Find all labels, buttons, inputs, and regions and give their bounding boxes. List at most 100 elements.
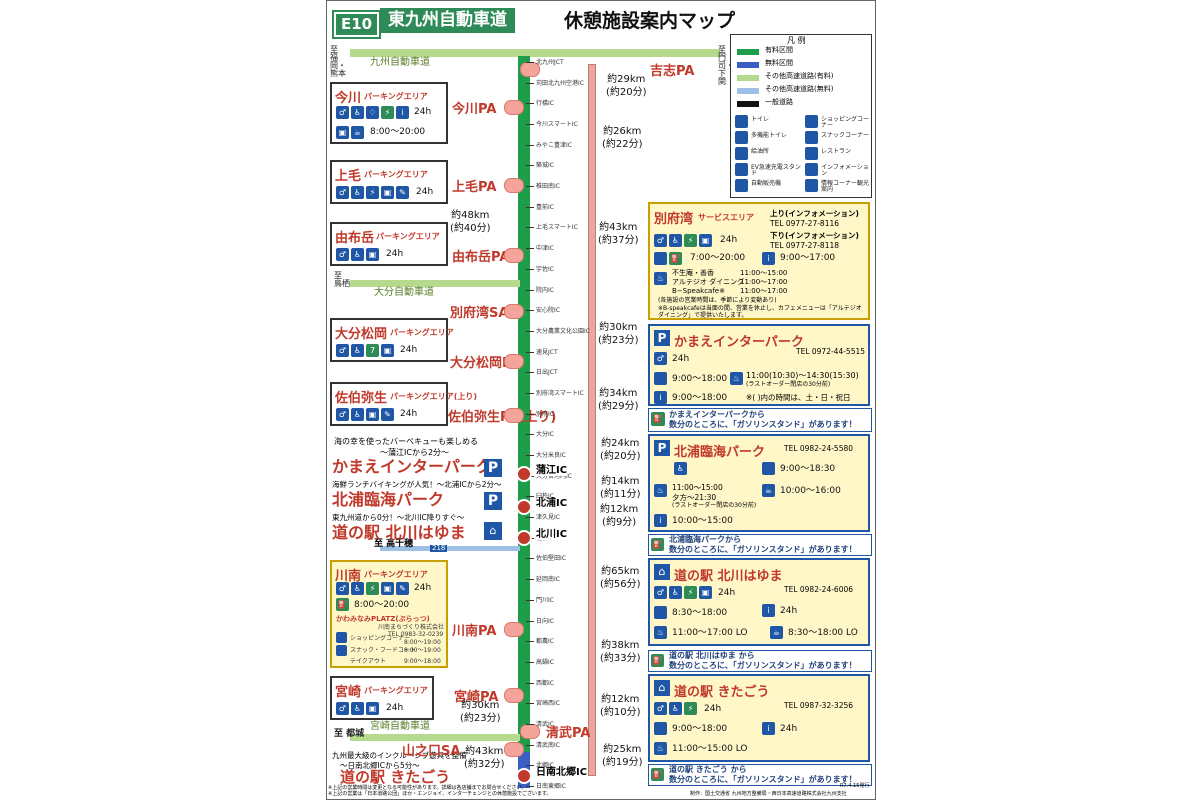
toilet-icon: ♂ [336,344,349,357]
parking-icon-kamae: P [484,459,502,477]
information-icon [805,163,818,176]
rest-area-map: E10 東九州自動車道 休憩施設案内マップ 至 福岡・熊本 九州自動車道 至 門… [320,0,880,800]
parking-icon-kitaura: P [484,492,502,510]
distance-km: 約12km [600,504,639,515]
imagawa-sub: パーキングエリア [364,92,428,101]
distance-label: 約65km(約56分) [600,566,641,591]
major-interchange-dot [516,768,532,784]
kamae-info-hours: 9:00〜18:00 [672,393,728,403]
miyazaki-expressway-label: 宮崎自動車道 [370,721,430,732]
multi-toilet-icon: ♿ [351,186,364,199]
info-corner-icon: ✎ [381,408,394,421]
hayuma-rest-hours: 11:00〜17:00 LO [672,628,748,638]
info-corner-icon: ✎ [396,186,409,199]
interchange-label: 清武IC [536,720,554,728]
distance-label: 約30km(約23分) [598,322,639,347]
beppu-up-tel: TEL 0977-27-8116 [770,219,840,228]
toilet-icon: ♂ [654,352,667,365]
footer-date: R7.4.15発行 [840,783,870,789]
yufudake-pa-box: 由布岳 パーキングエリア ♂ ♿ ▣ 24h [330,222,448,266]
interchange-label: 門川IC [536,596,554,604]
shopping-icon [654,252,667,265]
vending-icon: ▣ [381,582,394,595]
information-icon: i [654,514,667,527]
info-corner-icon [805,179,818,192]
lunch-note: 海鮮ランチバイキングが人気！〜北浦ICから2分〜 [332,480,502,489]
gas-banner-kitagou: ⛽ 道の駅 きたごう から 数分のところに、「ガソリンスタンド」があります！ [648,764,872,786]
route-pa-label: 別府湾SA [450,306,509,321]
information-icon: i [762,722,775,735]
platz-company: 川南まちづくり株式会社 [378,624,445,631]
kitagou-tel: TEL 0987-32-3256 [784,701,854,710]
legend-box: 凡 例 有料区間無料区間その他高速道路(有料)その他高速道路(無料)一般道路 ト… [730,34,872,198]
legend-line-swatch [737,101,759,107]
hayuma-tel: TEL 0982-24-6006 [784,585,854,594]
multi-toilet-icon: ♿ [351,106,364,119]
interchange-label: 上毛スマートIC [536,224,578,232]
distance-km: 約43km [465,746,504,757]
interchange-tick [526,206,534,208]
toilet-icon: ♂ [336,408,349,421]
kitaura-rest-note: (ラストオーダー閉店の30分前) [672,502,757,509]
legend-facility-label: トイレ [751,116,770,123]
distance-time: (約20分) [600,450,641,462]
beppu-rest-hours: 11:00〜17:00 [740,287,788,295]
pa-marker [504,354,524,369]
ev-charger-icon: ⚡ [366,582,379,595]
map-title: 休憩施設案内マップ [564,10,736,32]
beppu-name: 別府湾 [654,212,694,227]
oita-expressway-line [350,280,520,287]
beppu-shop-hours: 7:00〜20:00 [690,253,746,263]
major-interchange-label: 北浦IC [536,498,568,509]
interchange-tick [526,455,534,457]
gas-banner-line2: 数分のところに、「ガソリンスタンド」があります！ [669,775,857,784]
interchange-tick [526,351,534,353]
interchange-label: 西都IC [536,679,554,687]
legend-facility-label: 給油所 [751,148,770,155]
multi-toilet-icon: ♿ [351,344,364,357]
yufudake-name: 由布岳 [335,231,375,246]
route218-line [380,546,520,551]
distance-km: 約65km [601,566,640,577]
snack-icon [805,131,818,144]
gas-banner-line1: かまえインターパークから [669,410,765,419]
kouge-pa-box: 上毛 パーキングエリア ♂ ♿ ⚡ ▣ ✎ 24h [330,160,448,204]
kitagou-info-hours: 24h [780,724,798,734]
legend-facility-label: レストラン [821,148,852,155]
miyazaki-pa-box: 宮崎 パーキングエリア ♂ ♿ ▣ 24h [330,676,434,720]
kouge-sub: パーキングエリア [364,170,428,179]
direction-fukuoka-kumamoto: 至 福岡・熊本 [330,45,346,78]
kyushu-expressway-line [350,49,720,57]
beppu-down-tel: TEL 0977-27-8118 [770,241,840,250]
footer-publisher: 制作：国土交通省 九州地方整備局・西日本高速道路株式会社九州支社 [690,791,847,797]
kitagou-rest-hours: 11:00〜15:00 LO [672,744,748,754]
distance-km: 約38km [601,640,640,651]
oitamatsuoka-name: 大分松岡 [335,327,388,342]
toilet-icon: ♂ [336,702,349,715]
distance-label: 約14km(約11分) [600,476,641,501]
kouge-hours-label: 24h [416,187,434,197]
kamae-shop-hours: 9:00〜18:00 [672,374,728,384]
gas-banner-kamae: ⛽ かまえインターパークから 数分のところに、「ガソリンスタンド」があります！ [648,408,872,432]
distance-label: 約26km(約22分) [602,126,643,151]
fuel-icon [735,147,748,160]
interchange-tick [526,703,534,705]
vending-icon: ▣ [366,408,379,421]
fuel-icon: ⛽ [669,252,682,265]
interchange-tick [526,103,534,105]
multi-toilet-icon [735,131,748,144]
beppu-hours-label: 24h [720,235,738,245]
distance-label: 約30km(約23分) [460,700,501,725]
multi-toilet-icon: ♿ [351,408,364,421]
interchange-label: 清武南IC [536,741,560,749]
kitagou-hours-label: 24h [704,704,722,714]
shopping-icon [654,372,667,385]
interchange-tick [526,62,534,63]
beppu-sub: サービスエリア [698,213,754,222]
interchange-label: 速見JCT [536,348,558,356]
distance-time: (約23分) [460,712,501,724]
yufudake-sub: パーキングエリア [376,232,440,241]
vending-icon: ▣ [366,702,379,715]
multi-toilet-icon: ♿ [669,234,682,247]
distance-time: (約23分) [598,334,639,346]
